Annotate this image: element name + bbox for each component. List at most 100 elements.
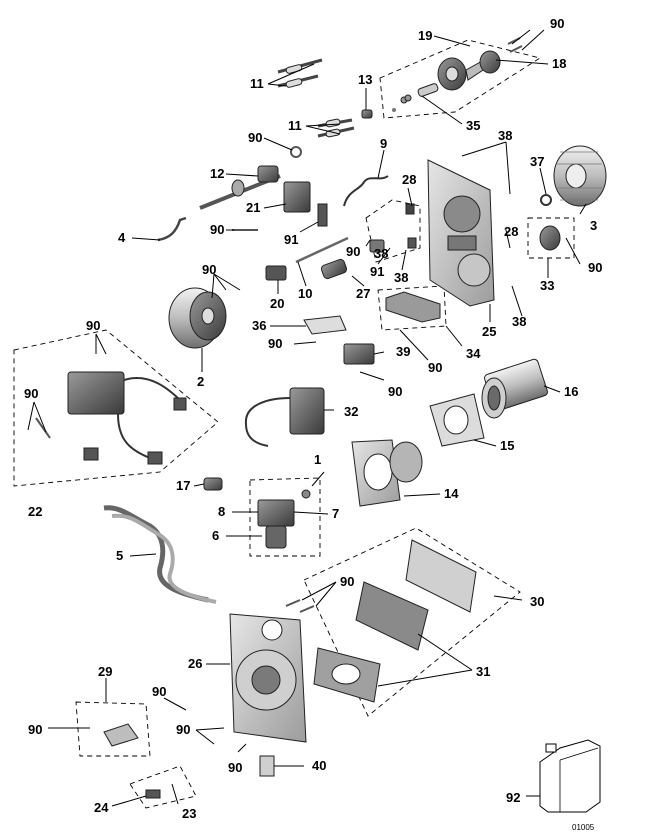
part-90-ring xyxy=(290,146,302,158)
group-outline-valve xyxy=(249,477,321,557)
callout-4: 4 xyxy=(118,230,126,245)
callout-38d: 38 xyxy=(374,246,388,261)
callout-92: 92 xyxy=(506,790,520,805)
callout-90-p: 90 xyxy=(228,760,242,775)
callout-17: 17 xyxy=(176,478,190,493)
callout-38c: 38 xyxy=(512,314,526,329)
callout-2: 2 xyxy=(197,374,204,389)
callout-labels: 1 2 3 4 5 6 7 8 9 10 11 11 12 13 14 15 1… xyxy=(24,16,602,832)
callout-21: 21 xyxy=(246,200,260,215)
callout-90-i: 90 xyxy=(428,360,442,375)
callout-91-a: 91 xyxy=(284,232,298,247)
part-26-housing xyxy=(229,613,307,743)
callout-23: 23 xyxy=(182,806,196,821)
callout-30: 30 xyxy=(530,594,544,609)
part-12-drawer-assembly xyxy=(199,165,281,210)
callout-38: 38 xyxy=(498,128,512,143)
callout-13: 13 xyxy=(358,72,372,87)
part-4-line xyxy=(157,216,187,242)
group-outline-34 xyxy=(377,285,447,331)
callout-20: 20 xyxy=(270,296,284,311)
part-31-plate xyxy=(355,581,429,651)
part-21-bracket xyxy=(283,181,311,213)
part-16-air-tube xyxy=(481,358,548,419)
callout-3: 3 xyxy=(590,218,597,233)
callout-24: 24 xyxy=(94,800,109,815)
callout-90-j: 90 xyxy=(388,384,402,399)
part-39-relay xyxy=(343,343,375,365)
callout-36: 36 xyxy=(252,318,266,333)
parts-artwork xyxy=(35,37,607,813)
part-34-bracket xyxy=(385,291,441,323)
callout-5: 5 xyxy=(116,548,123,563)
callout-22: 22 xyxy=(28,504,42,519)
callout-37: 37 xyxy=(530,154,544,169)
callout-90-h: 90 xyxy=(268,336,282,351)
callout-35: 35 xyxy=(466,118,480,133)
group-outline-29 xyxy=(75,701,151,757)
callout-90-g: 90 xyxy=(86,318,100,333)
part-3-blower-wheel xyxy=(553,145,607,207)
callout-90-m: 90 xyxy=(152,684,166,699)
callout-19: 19 xyxy=(418,28,432,43)
callout-90-e: 90 xyxy=(588,260,602,275)
callout-90-d: 90 xyxy=(346,244,360,259)
callout-15: 15 xyxy=(500,438,514,453)
callout-40: 40 xyxy=(312,758,326,773)
part-14-flange xyxy=(351,439,423,507)
group-outline-pump-hardware xyxy=(365,199,421,263)
part-22-control xyxy=(35,371,187,465)
callout-31: 31 xyxy=(476,664,490,679)
leader-lines xyxy=(27,29,587,807)
part-17-fitting xyxy=(203,477,223,491)
part-25-housing xyxy=(427,159,495,307)
part-24-clip xyxy=(145,789,161,799)
part-9-cable xyxy=(343,175,389,207)
callout-7: 7 xyxy=(332,506,339,521)
part-32-transformer xyxy=(244,387,325,447)
callout-14: 14 xyxy=(444,486,459,501)
callout-27: 27 xyxy=(356,286,370,301)
callout-8: 8 xyxy=(218,504,225,519)
group-outlines xyxy=(13,39,575,809)
callout-90-o: 90 xyxy=(176,722,190,737)
callout-38b: 38 xyxy=(394,270,408,285)
callout-6: 6 xyxy=(212,528,219,543)
part-36-bracket xyxy=(303,315,347,335)
callout-12: 12 xyxy=(210,166,224,181)
group-outline-30 xyxy=(303,527,521,717)
callout-28b: 28 xyxy=(504,224,518,239)
callout-91-b: 91 xyxy=(370,264,384,279)
part-20-bracket xyxy=(265,265,287,281)
part-30-cover xyxy=(405,539,477,613)
callout-34: 34 xyxy=(466,346,481,361)
group-outline-33 xyxy=(527,217,575,259)
part-27-coupling xyxy=(320,258,348,280)
part-40-plate xyxy=(259,755,275,777)
callout-9: 9 xyxy=(380,136,387,151)
part-valve-assembly xyxy=(257,489,311,549)
callout-18: 18 xyxy=(552,56,566,71)
part-13-nozzle xyxy=(361,109,373,119)
callout-1: 1 xyxy=(314,452,321,467)
part-37-washer xyxy=(540,194,552,206)
part-92-container xyxy=(539,739,601,813)
part-10-rod xyxy=(295,236,349,264)
part-33-hub xyxy=(539,225,561,251)
callout-28: 28 xyxy=(402,172,416,187)
part-5-oil-lines xyxy=(103,505,217,604)
callout-90-f: 90 xyxy=(202,262,216,277)
callout-90-l: 90 xyxy=(340,574,354,589)
part-19-assembly xyxy=(392,37,523,112)
drawing-number: 01005 xyxy=(572,823,595,832)
callout-10: 10 xyxy=(298,286,312,301)
part-29-bracket xyxy=(103,723,139,747)
callout-90-k: 90 xyxy=(24,386,38,401)
part-91-clip xyxy=(317,203,328,227)
callout-90-a: 90 xyxy=(550,16,564,31)
callout-25: 25 xyxy=(482,324,496,339)
callout-39: 39 xyxy=(396,344,410,359)
callout-29: 29 xyxy=(98,664,112,679)
part-2-motor xyxy=(168,287,227,349)
